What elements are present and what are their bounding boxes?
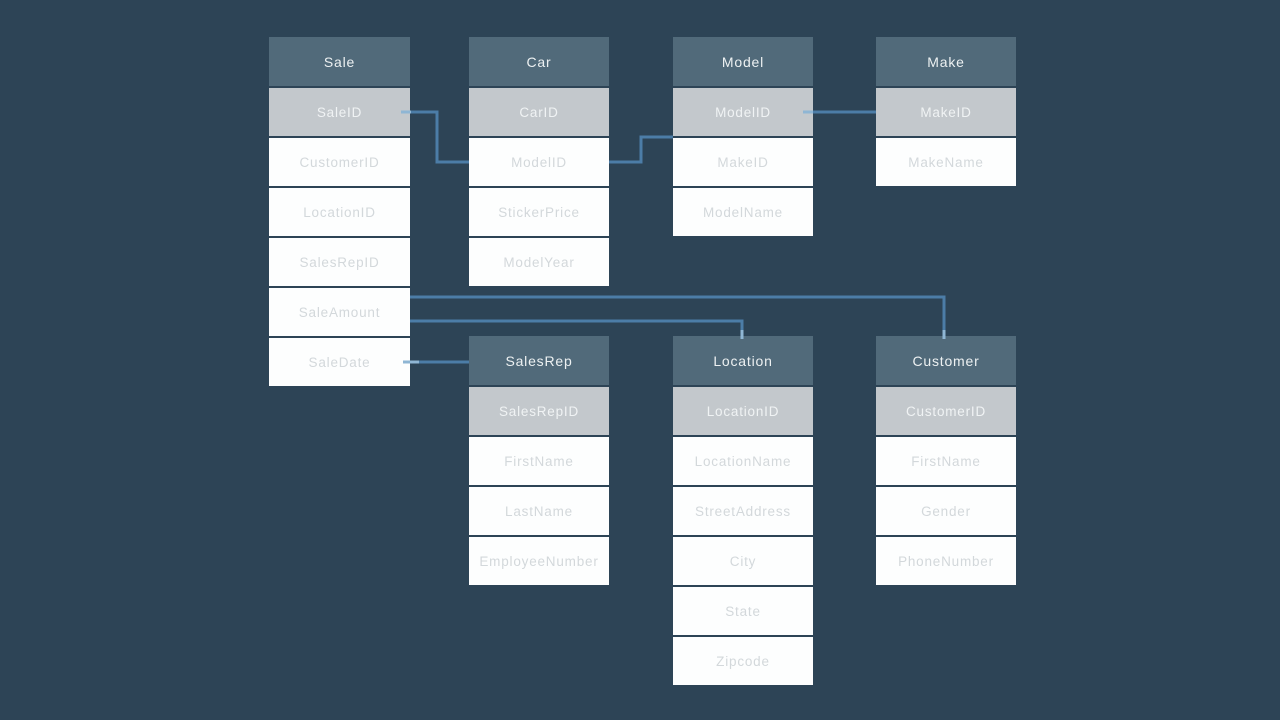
table-customer-field-row: PhoneNumber (876, 537, 1016, 585)
table-car-field-row: ModelID (469, 138, 609, 186)
table-sale: Sale SaleID CustomerID LocationID SalesR… (269, 37, 410, 388)
table-car-title: Car (469, 37, 609, 86)
connector-car-model (609, 135, 673, 164)
table-location-field-row: Zipcode (673, 637, 813, 685)
table-salesrep-title: SalesRep (469, 336, 609, 385)
table-model-field-row: MakeID (673, 138, 813, 186)
table-sale-field-row: SalesRepID (269, 238, 410, 286)
table-customer-field-row: FirstName (876, 437, 1016, 485)
table-salesrep: SalesRep SalesRepID FirstName LastName E… (469, 336, 609, 587)
table-location-title: Location (673, 336, 813, 385)
table-sale-pk-row: SaleID (269, 88, 410, 136)
table-make-title: Make (876, 37, 1016, 86)
table-sale-field-row: LocationID (269, 188, 410, 236)
table-sale-field-row: CustomerID (269, 138, 410, 186)
table-car: Car CarID ModelID StickerPrice ModelYear (469, 37, 609, 288)
table-salesrep-field-row: FirstName (469, 437, 609, 485)
table-sale-field-row: SaleAmount (269, 288, 410, 336)
table-location-field-row: StreetAddress (673, 487, 813, 535)
table-car-pk-row: CarID (469, 88, 609, 136)
table-model-field-row: ModelName (673, 188, 813, 236)
table-sale-title: Sale (269, 37, 410, 86)
table-make-pk-row: MakeID (876, 88, 1016, 136)
table-customer: Customer CustomerID FirstName Gender Pho… (876, 336, 1016, 587)
table-sale-field-row: SaleDate (269, 338, 410, 386)
table-model-pk-row: ModelID (673, 88, 813, 136)
table-salesrep-pk-row: SalesRepID (469, 387, 609, 435)
table-customer-pk-row: CustomerID (876, 387, 1016, 435)
table-customer-field-row: Gender (876, 487, 1016, 535)
table-location-field-row: LocationName (673, 437, 813, 485)
table-model-title: Model (673, 37, 813, 86)
table-location: Location LocationID LocationName StreetA… (673, 336, 813, 687)
table-salesrep-field-row: EmployeeNumber (469, 537, 609, 585)
table-location-field-row: State (673, 587, 813, 635)
table-location-pk-row: LocationID (673, 387, 813, 435)
table-make-field-row: MakeName (876, 138, 1016, 186)
table-car-field-row: ModelYear (469, 238, 609, 286)
table-car-field-row: StickerPrice (469, 188, 609, 236)
table-customer-title: Customer (876, 336, 1016, 385)
connector-sale-customer (410, 295, 946, 336)
table-make: Make MakeID MakeName (876, 37, 1016, 188)
connector-sale-car (410, 110, 469, 164)
table-model: Model ModelID MakeID ModelName (673, 37, 813, 238)
table-location-field-row: City (673, 537, 813, 585)
table-salesrep-field-row: LastName (469, 487, 609, 535)
